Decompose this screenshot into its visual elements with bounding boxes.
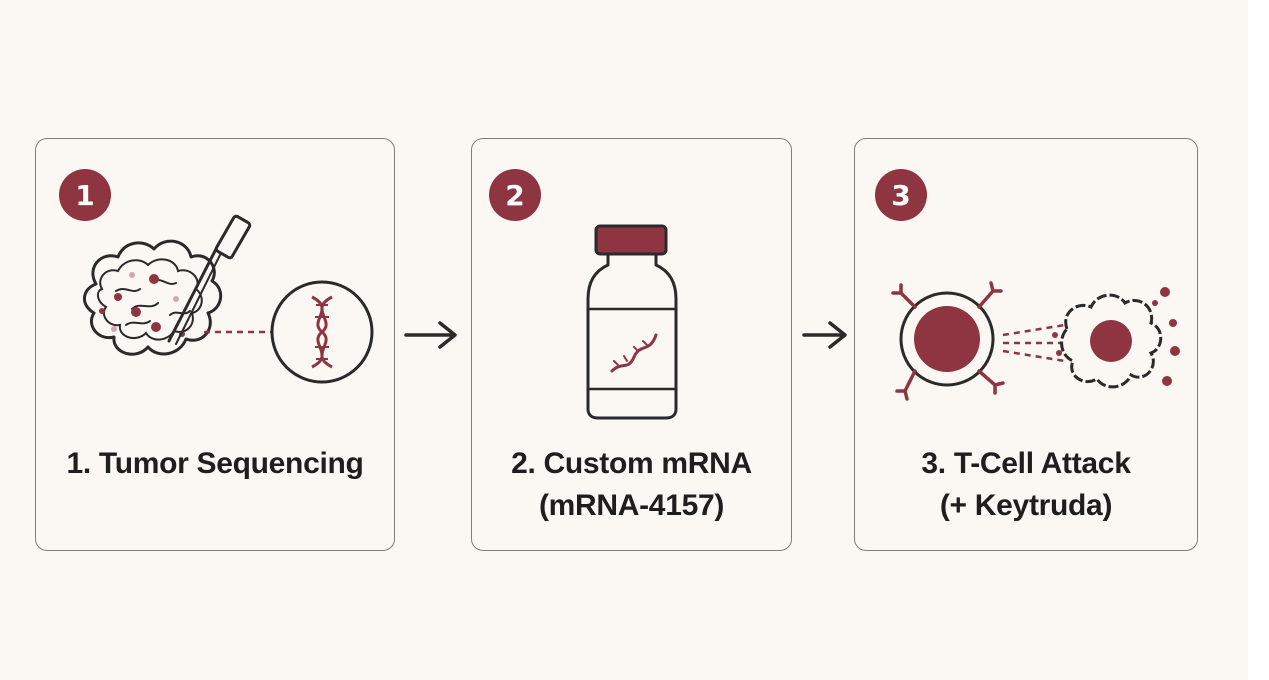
step-number-badge: 1: [59, 169, 111, 221]
step-caption-subtitle: (+ Keytruda): [939, 489, 1113, 522]
step-number-badge: 3: [875, 169, 927, 221]
step-number-badge: 2: [489, 169, 541, 221]
step-caption: 2. Custom mRNA: [511, 447, 752, 480]
step-card-t-cell-attack: 3: [854, 138, 1198, 551]
right-arrow-icon: [802, 321, 847, 349]
step-card-custom-mrna: 2 2. Custom mRNA (mRNA-4157): [471, 138, 792, 551]
page-edge: [1248, 0, 1269, 680]
mrna-vial-icon: [586, 224, 678, 420]
t-cell-attack-icon: [891, 281, 1180, 401]
step-card-tumor-sequencing: 1: [35, 138, 395, 551]
step-caption: 3. T-Cell Attack: [921, 447, 1131, 480]
step-caption-subtitle: (mRNA-4157): [538, 489, 725, 522]
right-arrow-icon: [404, 321, 457, 349]
step-caption: 1. Tumor Sequencing: [66, 447, 364, 480]
tumor-biopsy-dna-icon: [83, 214, 374, 384]
